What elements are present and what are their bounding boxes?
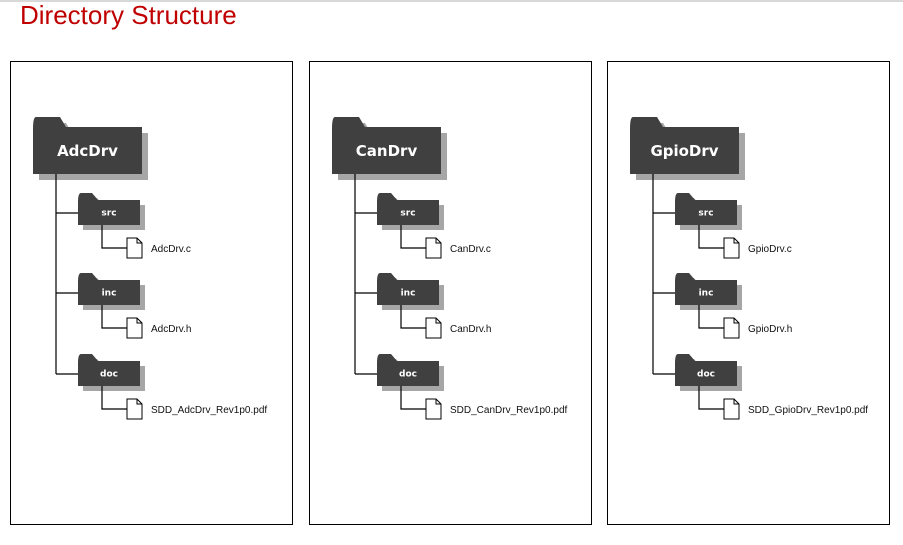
file-corner [435, 399, 441, 405]
folder-label: inc [401, 289, 416, 299]
sub-folder-inc: inc [675, 273, 742, 310]
root-folder: AdcDrv [33, 117, 148, 180]
file-corner [733, 399, 739, 405]
file-corner [733, 318, 739, 324]
folder-label: src [698, 209, 713, 219]
folder-label: CanDrv [356, 142, 418, 160]
folder-icon [377, 273, 439, 305]
folder-icon [377, 354, 439, 386]
root-folder: GpioDrv [630, 117, 745, 180]
file-corner [733, 238, 739, 244]
file-entry: CanDrv.h [425, 317, 492, 339]
file-entry: SDD_GpioDrv_Rev1p0.pdf [723, 398, 868, 420]
folder-icon [630, 117, 739, 174]
page-title: Directory Structure [20, 0, 237, 30]
file-label: CanDrv.c [450, 244, 491, 255]
folder-icon [675, 354, 737, 386]
sub-folder-doc: doc [675, 354, 742, 391]
file-label: GpioDrv.h [748, 324, 792, 335]
file-label: AdcDrv.h [151, 324, 191, 335]
file-entry: AdcDrv.c [126, 237, 191, 259]
file-label: SDD_CanDrv_Rev1p0.pdf [450, 405, 568, 416]
folder-icon [78, 193, 140, 225]
file-entry: GpioDrv.c [723, 237, 792, 259]
folder-icon [33, 117, 142, 174]
sub-folder-doc: doc [78, 354, 145, 391]
folder-label: src [400, 209, 415, 219]
file-connector [698, 225, 724, 249]
file-entry: CanDrv.c [425, 237, 491, 259]
file-icon [126, 237, 143, 259]
file-label: SDD_AdcDrv_Rev1p0.pdf [151, 405, 267, 416]
file-corner [136, 399, 142, 405]
file-corner [136, 238, 142, 244]
sub-folder-inc: inc [78, 273, 145, 310]
folder-label: src [101, 209, 116, 219]
file-icon [425, 398, 442, 420]
file-connector [101, 305, 127, 329]
file-connector [101, 225, 127, 249]
file-connector [400, 225, 426, 249]
sub-folder-src: src [377, 193, 444, 230]
file-corner [435, 318, 441, 324]
file-connector [400, 305, 426, 329]
file-label: GpioDrv.c [748, 244, 792, 255]
file-entry: GpioDrv.h [723, 317, 792, 339]
folder-label: inc [699, 289, 714, 299]
file-entry: AdcDrv.h [126, 317, 191, 339]
sub-folder-doc: doc [377, 354, 444, 391]
file-label: AdcDrv.c [151, 244, 191, 255]
root-folder: CanDrv [332, 117, 447, 180]
folder-icon [78, 354, 140, 386]
file-icon [425, 237, 442, 259]
folder-label: doc [399, 370, 417, 380]
sub-folder-src: src [675, 193, 742, 230]
folder-label: doc [697, 370, 715, 380]
file-connector [400, 386, 426, 410]
file-icon [723, 317, 740, 339]
file-connector [698, 305, 724, 329]
header-rule [0, 0, 903, 2]
file-entry: SDD_CanDrv_Rev1p0.pdf [425, 398, 568, 420]
folder-icon [675, 273, 737, 305]
folder-label: inc [102, 289, 117, 299]
folder-icon [377, 193, 439, 225]
folder-label: doc [100, 370, 118, 380]
file-connector [101, 386, 127, 410]
file-corner [435, 238, 441, 244]
file-entry: SDD_AdcDrv_Rev1p0.pdf [126, 398, 267, 420]
file-label: CanDrv.h [450, 324, 492, 335]
sub-folder-src: src [78, 193, 145, 230]
folder-label: AdcDrv [57, 142, 118, 160]
folder-label: GpioDrv [650, 142, 718, 160]
folder-icon [675, 193, 737, 225]
file-icon [723, 398, 740, 420]
file-icon [126, 317, 143, 339]
file-label: SDD_GpioDrv_Rev1p0.pdf [748, 405, 868, 416]
file-icon [425, 317, 442, 339]
file-icon [126, 398, 143, 420]
folder-icon [332, 117, 441, 174]
file-icon [723, 237, 740, 259]
file-corner [136, 318, 142, 324]
sub-folder-inc: inc [377, 273, 444, 310]
file-connector [698, 386, 724, 410]
folder-icon [78, 273, 140, 305]
